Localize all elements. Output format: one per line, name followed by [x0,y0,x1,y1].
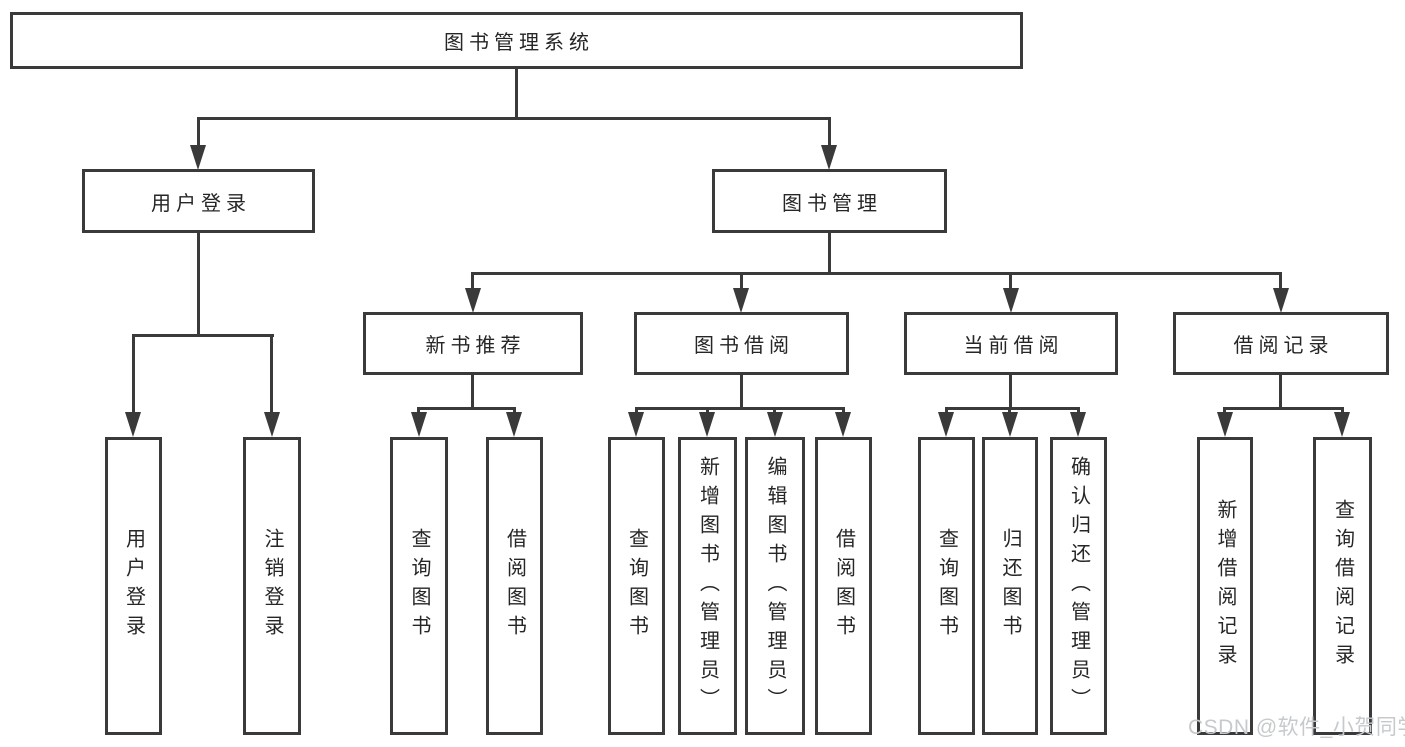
connector-line [635,407,845,410]
leaf-logout-login: 注销登录 [243,437,301,735]
connector-line [740,375,743,409]
arrow-down-icon [1002,412,1018,437]
arrow-down-icon [125,412,141,437]
arrow-down-icon [264,412,280,437]
leaf-borrow-book: 借阅图书 [815,437,872,735]
leaf-borrow-book-newrec-label: 借阅图书 [503,528,526,644]
connector-line [740,272,743,290]
connector-line [1279,375,1282,409]
connector-line [635,407,638,415]
leaf-query-book-borrow-label: 查询图书 [625,528,648,644]
connector-line [842,407,845,415]
arrow-down-icon [733,288,749,313]
connector-line [773,407,776,415]
connector-line [513,407,516,415]
connector-line [828,233,831,275]
connector-line [417,407,516,410]
node-new-book-rec: 新书推荐 [363,312,583,375]
leaf-borrow-book-newrec: 借阅图书 [486,437,543,735]
connector-line [270,334,273,414]
leaf-edit-book-admin: 编辑图书（管理员） [745,437,805,735]
leaf-return-book: 归还图书 [982,437,1038,735]
connector-line [1077,407,1080,415]
leaf-query-borrow-record-label: 查询借阅记录 [1331,499,1354,673]
arrow-down-icon [1273,288,1289,313]
leaf-add-book-admin: 新增图书（管理员） [678,437,737,735]
leaf-query-borrow-record: 查询借阅记录 [1313,437,1372,735]
arrow-down-icon [1070,412,1086,437]
connector-line [1223,407,1226,415]
arrow-down-icon [1334,412,1350,437]
connector-line [197,117,831,120]
node-user-login: 用户登录 [82,169,315,233]
node-book-mgmt-label: 图书管理 [782,192,882,215]
connector-line [1009,375,1012,409]
arrow-down-icon [699,412,715,437]
arrow-down-icon [190,145,206,170]
connector-line [1009,272,1012,290]
node-book-borrow: 图书借阅 [634,312,849,375]
leaf-add-book-admin-label: 新增图书（管理员） [696,455,719,717]
node-borrow-record: 借阅记录 [1173,312,1389,375]
connector-line [1223,407,1344,410]
connector-line [471,375,474,409]
connector-line [197,233,200,337]
arrow-down-icon [767,412,783,437]
node-book-mgmt: 图书管理 [712,169,947,233]
leaf-query-book-newrec: 查询图书 [390,437,448,735]
connector-line [132,334,274,337]
connector-line [706,407,709,415]
csdn-watermark: CSDN @软件_小贺同学 [1188,716,1405,739]
leaf-edit-book-admin-label: 编辑图书（管理员） [764,455,786,717]
connector-line [1008,407,1011,415]
leaf-user-login-label: 用户登录 [122,528,145,644]
node-root-label: 图书管理系统 [444,32,594,54]
node-borrow-record-label: 借阅记录 [1233,335,1334,357]
leaf-confirm-return-admin-label: 确认归还（管理员） [1067,455,1090,717]
leaf-borrow-book-label: 借阅图书 [832,528,855,644]
connector-line [515,69,518,118]
node-current-borrow-label: 当前借阅 [963,335,1064,357]
connector-line [417,407,420,415]
arrow-down-icon [938,412,954,437]
leaf-add-borrow-record: 新增借阅记录 [1197,437,1253,735]
leaf-logout-login-label: 注销登录 [261,528,283,644]
leaf-query-book-current: 查询图书 [918,437,975,735]
connector-line [197,117,200,148]
node-current-borrow: 当前借阅 [904,312,1118,375]
connector-line [828,117,831,148]
connector-line [471,272,1281,275]
connector-line [945,407,948,415]
arrow-down-icon [465,288,481,313]
leaf-query-book-borrow: 查询图书 [608,437,665,735]
leaf-user-login: 用户登录 [105,437,162,735]
connector-line [945,407,1080,410]
arrow-down-icon [835,412,851,437]
node-user-login-label: 用户登录 [151,192,251,215]
connector-line [471,272,474,290]
arrow-down-icon [506,412,522,437]
node-book-borrow-label: 图书借阅 [694,335,794,357]
leaf-query-book-current-label: 查询图书 [935,528,958,644]
leaf-query-book-newrec-label: 查询图书 [408,528,430,644]
arrow-down-icon [1217,412,1233,437]
leaf-return-book-label: 归还图书 [999,528,1021,644]
connector-line [1341,407,1344,415]
node-root: 图书管理系统 [10,12,1023,69]
connector-line [132,334,135,414]
leaf-add-borrow-record-label: 新增借阅记录 [1214,499,1236,673]
arrow-down-icon [821,145,837,170]
leaf-confirm-return-admin: 确认归还（管理员） [1050,437,1107,735]
arrow-down-icon [628,412,644,437]
node-new-book-rec-label: 新书推荐 [425,335,526,357]
arrow-down-icon [1003,288,1019,313]
arrow-down-icon [411,412,427,437]
connector-line [1279,272,1282,290]
